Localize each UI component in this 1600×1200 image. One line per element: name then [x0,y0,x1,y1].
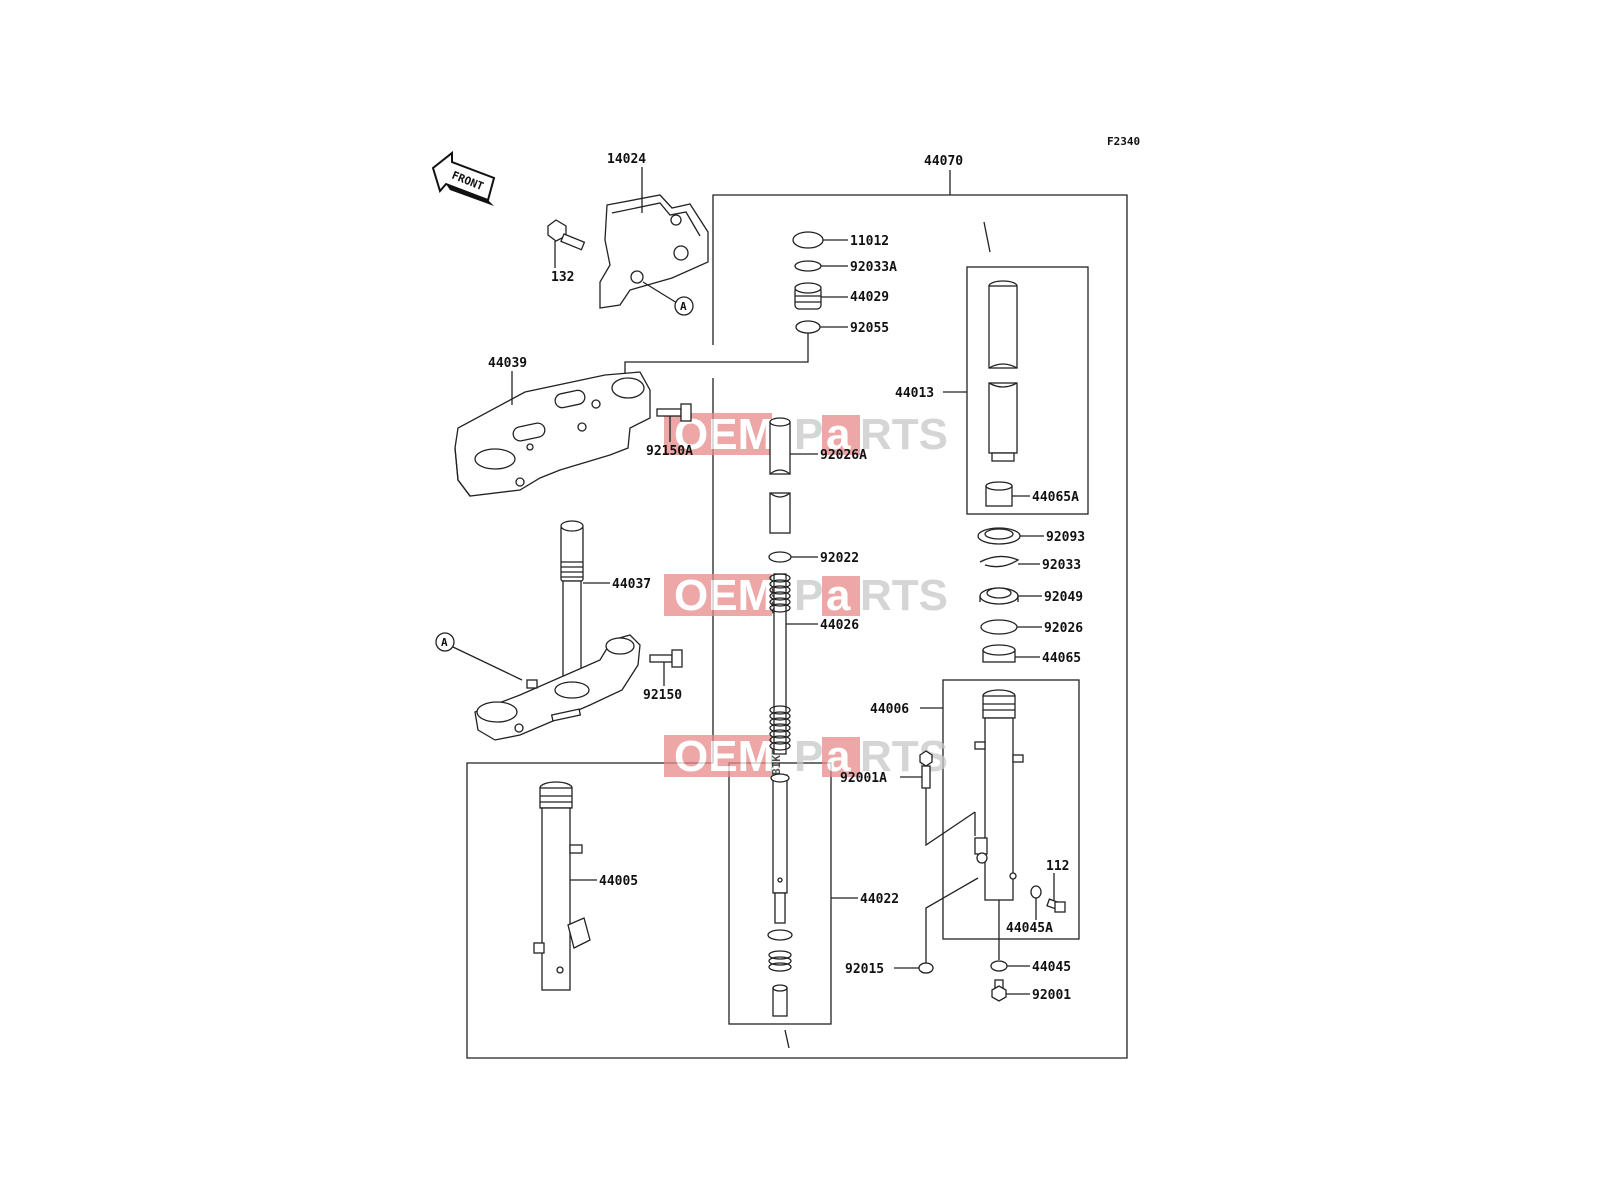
part-44045-washer[interactable] [990,960,1008,972]
watermark-p: P [794,571,823,620]
front-arrow-icon: FRONT [431,150,496,206]
figure-code: F2340 [1107,135,1140,148]
reference-a-label: A [441,636,448,649]
group-box-44013 [966,266,1089,515]
part-44013-outer-tube[interactable] [988,280,1018,462]
part-44065-bushing[interactable] [982,644,1016,663]
part-92015-washer[interactable] [918,962,934,974]
part-92026A-inner-tube[interactable] [769,417,791,534]
part-44022-damper-rod[interactable] [767,773,793,1017]
watermark-rts: RTS [860,732,948,781]
watermark-p: P [794,410,823,459]
part-44065A-bushing[interactable] [985,481,1013,507]
part-44026-spring-rod[interactable] [769,573,791,755]
group-box-44022 [728,762,832,1025]
label-132: 132 [551,270,574,285]
label-92022: 92022 [820,551,859,566]
label-44065: 44065 [1042,651,1081,666]
part-92033A-ring[interactable] [794,260,822,272]
label-44045A: 44045A [1006,921,1053,936]
part-92049-oil-seal[interactable] [979,587,1019,605]
part-44045A-washer[interactable] [1030,885,1042,899]
label-11012: 11012 [850,234,889,249]
watermark: OEM P a RTS BIKE OEM P a RTS BIKE OEM P … [664,410,948,781]
watermark-a: a [826,410,851,459]
label-14024: 14024 [607,152,646,167]
label-92033A: 92033A [850,260,897,275]
part-44029-plug[interactable] [794,282,822,310]
label-92150A: 92150A [646,444,693,459]
watermark-p: P [794,732,823,781]
group-box-44006 [942,679,1080,940]
label-92055: 92055 [850,321,889,336]
part-92093-dust-seal[interactable] [977,527,1021,545]
label-92026: 92026 [1044,621,1083,636]
part-92150A-bolt[interactable] [656,403,692,422]
label-44037: 44037 [612,577,651,592]
part-112-bolt[interactable] [1046,898,1066,913]
reference-a-callout [435,632,455,652]
label-92001: 92001 [1032,988,1071,1003]
label-44005: 44005 [599,874,638,889]
part-92150-bolt[interactable] [649,649,683,668]
label-92026A: 92026A [820,448,867,463]
part-92001A-bolt[interactable] [919,750,933,789]
label-44013: 44013 [895,386,934,401]
label-44039: 44039 [488,356,527,371]
label-92033: 92033 [1042,558,1081,573]
part-11012-cap[interactable] [792,231,824,249]
watermark-oem: OEM [674,571,774,620]
part-92022-washer[interactable] [768,551,792,563]
part-44005-fork-leg[interactable] [533,781,591,991]
label-112: 112 [1046,859,1069,874]
watermark-rts: RTS [860,571,948,620]
watermark-a: a [826,732,851,781]
label-92093: 92093 [1046,530,1085,545]
label-44022: 44022 [860,892,899,907]
watermark-bike: BIKE [770,749,783,776]
watermark-a: a [826,571,851,620]
part-44006-fork-leg[interactable] [974,689,1024,901]
part-132-bolt[interactable] [547,219,586,251]
label-44070: 44070 [924,154,963,169]
reference-a-callout [674,296,694,316]
label-92049: 92049 [1044,590,1083,605]
watermark-rts: RTS [860,410,948,459]
label-44065A: 44065A [1032,490,1079,505]
part-44039-upper-bracket[interactable] [454,371,651,497]
label-92015: 92015 [845,962,884,977]
reference-a-label: A [680,300,687,313]
part-14024-cover[interactable] [599,194,709,309]
part-92033-clip[interactable] [979,555,1020,568]
label-44006: 44006 [870,702,909,717]
label-44045: 44045 [1032,960,1071,975]
part-92026-washer[interactable] [980,619,1018,635]
label-92150: 92150 [643,688,682,703]
label-44029: 44029 [850,290,889,305]
label-44026: 44026 [820,618,859,633]
part-92001-bolt[interactable] [991,979,1007,1002]
label-92001A: 92001A [840,771,887,786]
watermark-oem: OEM [674,732,774,781]
part-44037-steering-stem[interactable] [474,520,641,741]
part-92055-oring[interactable] [795,320,821,334]
